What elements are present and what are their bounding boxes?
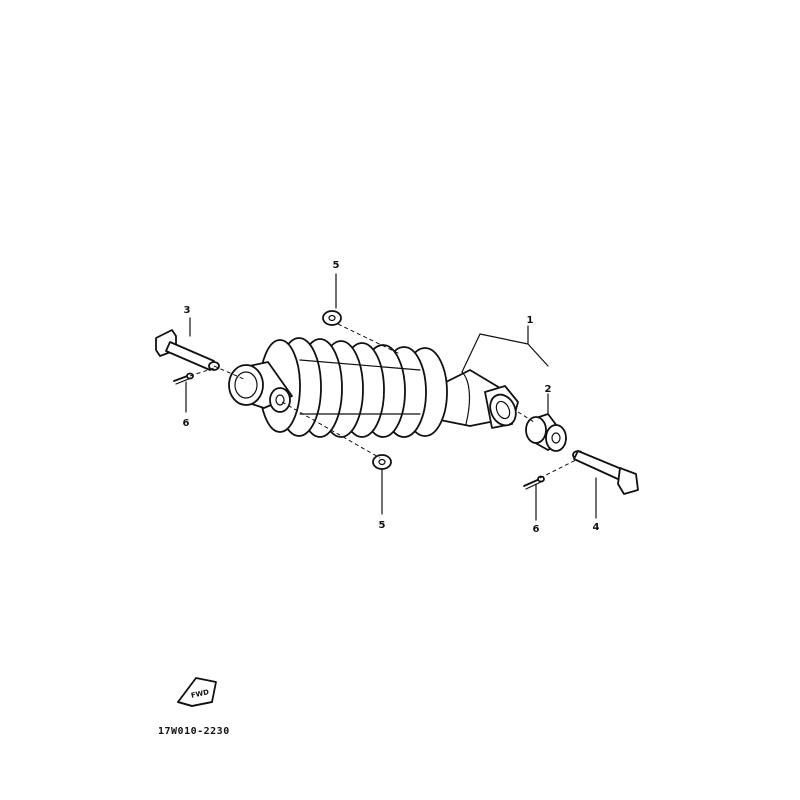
washer-part-5-upper [322,310,342,326]
cotter-pin-part-6-left [173,372,194,385]
callout-3: 3 [184,305,191,316]
callout-5-upper: 5 [333,260,340,271]
fwd-label: FWD [190,688,210,700]
callout-6-right: 6 [533,524,540,535]
cotter-pin-part-6-right [523,475,545,490]
bolt-part-4 [572,450,639,495]
bolt-part-3 [155,329,220,371]
collar-part-2 [525,413,567,452]
leader-lines [185,273,597,521]
callout-6-left: 6 [183,418,190,429]
callout-5-lower: 5 [379,520,386,531]
callout-4: 4 [593,522,600,533]
callout-1: 1 [527,315,534,326]
assembly-lines [189,323,577,479]
fwd-arrow-icon: FWD [177,677,217,707]
callout-2: 2 [545,384,552,395]
washer-part-5-lower [372,454,392,470]
figure-code: 17W010-2230 [158,726,230,737]
shock-absorber-part-1 [228,337,519,438]
